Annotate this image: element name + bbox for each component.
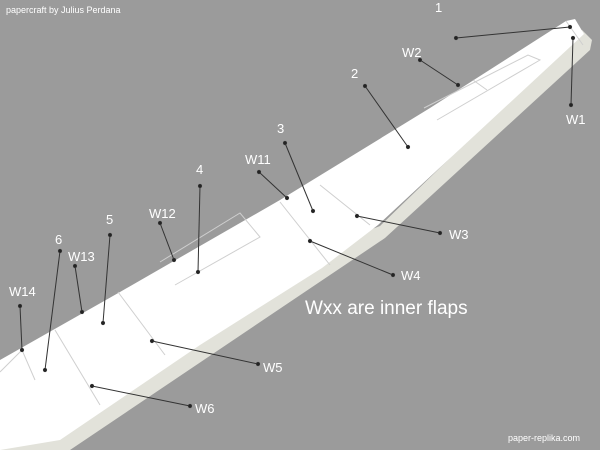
wing-top	[0, 19, 584, 450]
label-1: 1	[435, 0, 443, 15]
label-2: 2	[351, 66, 359, 81]
label-w5: W5	[263, 360, 283, 375]
label-w12: W12	[149, 206, 176, 221]
label-w6: W6	[195, 401, 215, 416]
leader-lines	[17, 24, 576, 409]
label-w11: W11	[245, 152, 271, 167]
label-w1: W1	[566, 112, 586, 127]
label-w4: W4	[401, 268, 421, 283]
label-w2: W2	[402, 45, 422, 60]
label-w3: W3	[449, 227, 469, 242]
label-w13: W13	[68, 249, 95, 264]
label-3: 3	[277, 121, 285, 136]
label-4: 4	[196, 162, 204, 177]
credit-text: papercraft by Julius Perdana	[6, 5, 121, 15]
note-text: Wxx are inner flaps	[305, 298, 468, 319]
label-5: 5	[106, 212, 114, 227]
panel-lines	[0, 20, 584, 406]
label-w14: W14	[9, 284, 36, 299]
label-6: 6	[55, 232, 63, 247]
site-text: paper-replika.com	[508, 433, 581, 443]
